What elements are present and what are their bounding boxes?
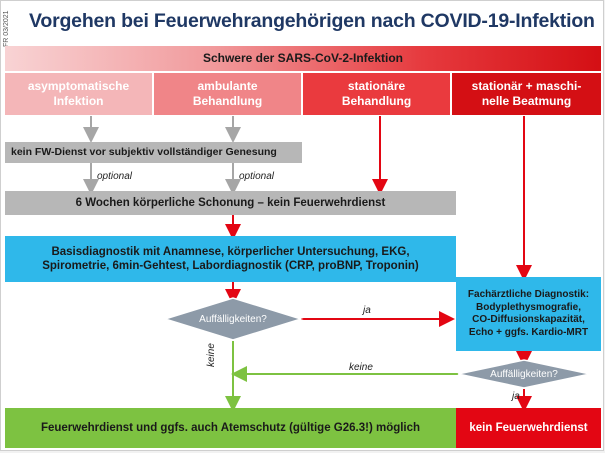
- decision-diamond-1: [162, 297, 304, 341]
- decision-1-label: Auffälligkeiten?: [199, 313, 267, 325]
- category-outpatient: ambulante Behandlung: [154, 73, 301, 115]
- category-asymptomatic-label: asymptomatische Infektion: [27, 79, 130, 108]
- page-title: Vorgehen bei Feuerwehrangehörigen nach C…: [29, 10, 595, 32]
- ja-label-2: ja: [512, 391, 520, 402]
- category-ventilation: stationär + maschi-nelle Beatmung: [452, 73, 601, 115]
- box-specialist-diagnostics: Fachärztliche Diagnostik: Bodyplethysmog…: [456, 277, 601, 351]
- basic-diagnostics-line2: Spirometrie, 6min-Gehtest, Labordiagnost…: [42, 260, 419, 272]
- optional-label-1: optional: [97, 171, 133, 182]
- keine-label-1: keine: [206, 343, 217, 367]
- ja-label-1: ja: [363, 305, 371, 316]
- category-inpatient: stationäre Behandlung: [303, 73, 450, 115]
- box-fire-duty-possible: Feuerwehrdienst und ggfs. auch Atemschut…: [5, 408, 456, 448]
- box-no-fire-duty: kein Feuerwehrdienst: [456, 408, 601, 448]
- category-asymptomatic: asymptomatische Infektion: [5, 73, 152, 115]
- specialist-line3: CO-Diffusionskapazität,: [472, 314, 585, 325]
- specialist-line2: Bodyplethysmografie,: [475, 301, 582, 313]
- specialist-line4: Echo + ggfs. Kardio-MRT: [468, 326, 589, 338]
- keine-label-2: keine: [349, 362, 373, 373]
- fire-duty-possible-label: Feuerwehrdienst und ggfs. auch Atemschut…: [40, 421, 421, 434]
- basic-diagnostics-line1: Basisdiagnostik mit Anamnese, körperlich…: [51, 245, 410, 258]
- no-duty-until-recovery-label: kein FW-Dienst vor subjektiv vollständig…: [11, 145, 277, 158]
- severity-header: Schwere der SARS-CoV-2-Infektion: [5, 46, 601, 71]
- box-no-duty-until-recovery: kein FW-Dienst vor subjektiv vollständig…: [5, 142, 302, 163]
- decision-2-label: Auffälligkeiten?: [490, 368, 558, 380]
- category-outpatient-label: ambulante Behandlung: [192, 79, 263, 108]
- severity-header-label: Schwere der SARS-CoV-2-Infektion: [202, 51, 404, 65]
- no-fire-duty-label: kein Feuerwehrdienst: [469, 421, 588, 434]
- specialist-line1: Fachärztliche Diagnostik:: [467, 289, 590, 300]
- box-basic-diagnostics: Basisdiagnostik mit Anamnese, körperlich…: [5, 236, 456, 282]
- optional-label-2: optional: [239, 171, 275, 182]
- box-six-weeks: 6 Wochen körperliche Schonung – kein Feu…: [5, 191, 456, 215]
- six-weeks-label: 6 Wochen körperliche Schonung – kein Feu…: [75, 196, 386, 209]
- category-inpatient-label: stationäre Behandlung: [341, 79, 412, 108]
- decision-diamond-2: [457, 359, 591, 389]
- category-ventilation-label: stationär + maschi-nelle Beatmung: [471, 79, 582, 108]
